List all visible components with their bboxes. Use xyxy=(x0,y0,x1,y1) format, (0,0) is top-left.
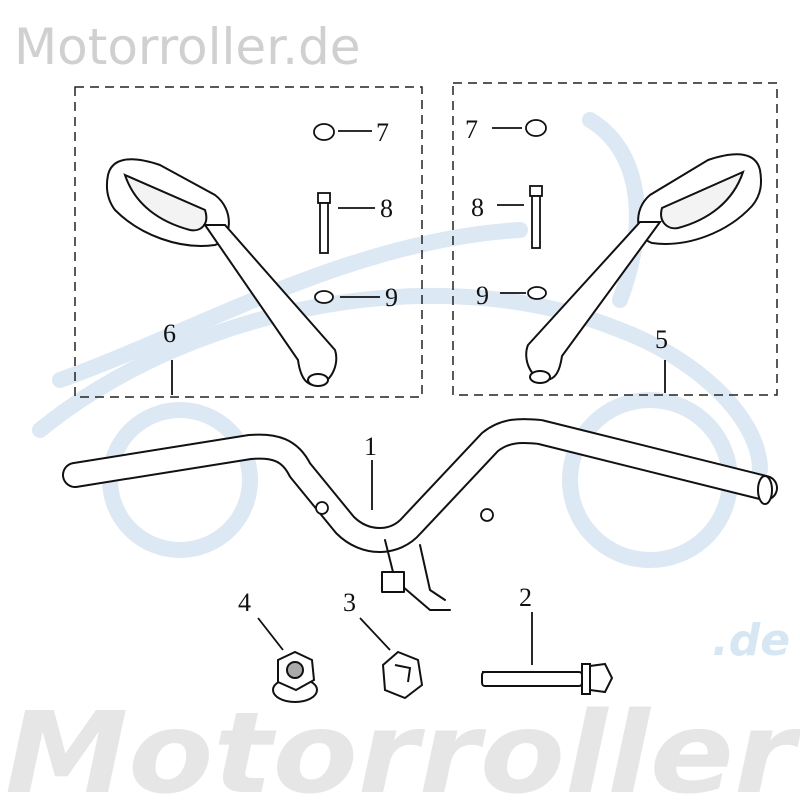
callout-7-right: 7 xyxy=(465,115,478,144)
left-small-parts xyxy=(313,123,335,304)
callout-6: 6 xyxy=(163,319,176,348)
callout-2: 2 xyxy=(519,583,532,612)
callout-1: 1 xyxy=(364,432,377,461)
bolt-head-icon xyxy=(317,192,331,204)
callout-9-right: 9 xyxy=(476,281,489,310)
callout-8-left: 8 xyxy=(380,194,393,223)
right-mirror xyxy=(525,153,762,384)
right-mirror-group-box xyxy=(452,82,778,396)
callout-9-left: 9 xyxy=(385,283,398,312)
cap-icon xyxy=(313,123,335,141)
hex-bolt xyxy=(481,662,614,695)
leader-lines xyxy=(171,127,666,665)
bolt-shaft-icon xyxy=(319,202,329,254)
handlebar xyxy=(62,418,778,611)
watermark-bottom: Motorroller xyxy=(5,689,800,800)
callout-7-left: 7 xyxy=(376,118,389,147)
callout-3: 3 xyxy=(343,588,356,617)
callout-4: 4 xyxy=(238,588,251,617)
right-small-parts xyxy=(525,119,547,300)
left-mirror-group-box xyxy=(74,86,423,398)
flange-nut xyxy=(272,650,318,703)
clamp-nut xyxy=(381,650,424,700)
callout-5: 5 xyxy=(655,325,668,354)
watermark-suffix: .de xyxy=(712,615,790,666)
callout-8-right: 8 xyxy=(471,193,484,222)
watermark-top: Motorroller.de xyxy=(14,18,361,76)
left-mirror xyxy=(105,158,338,387)
washer-icon xyxy=(314,290,334,304)
